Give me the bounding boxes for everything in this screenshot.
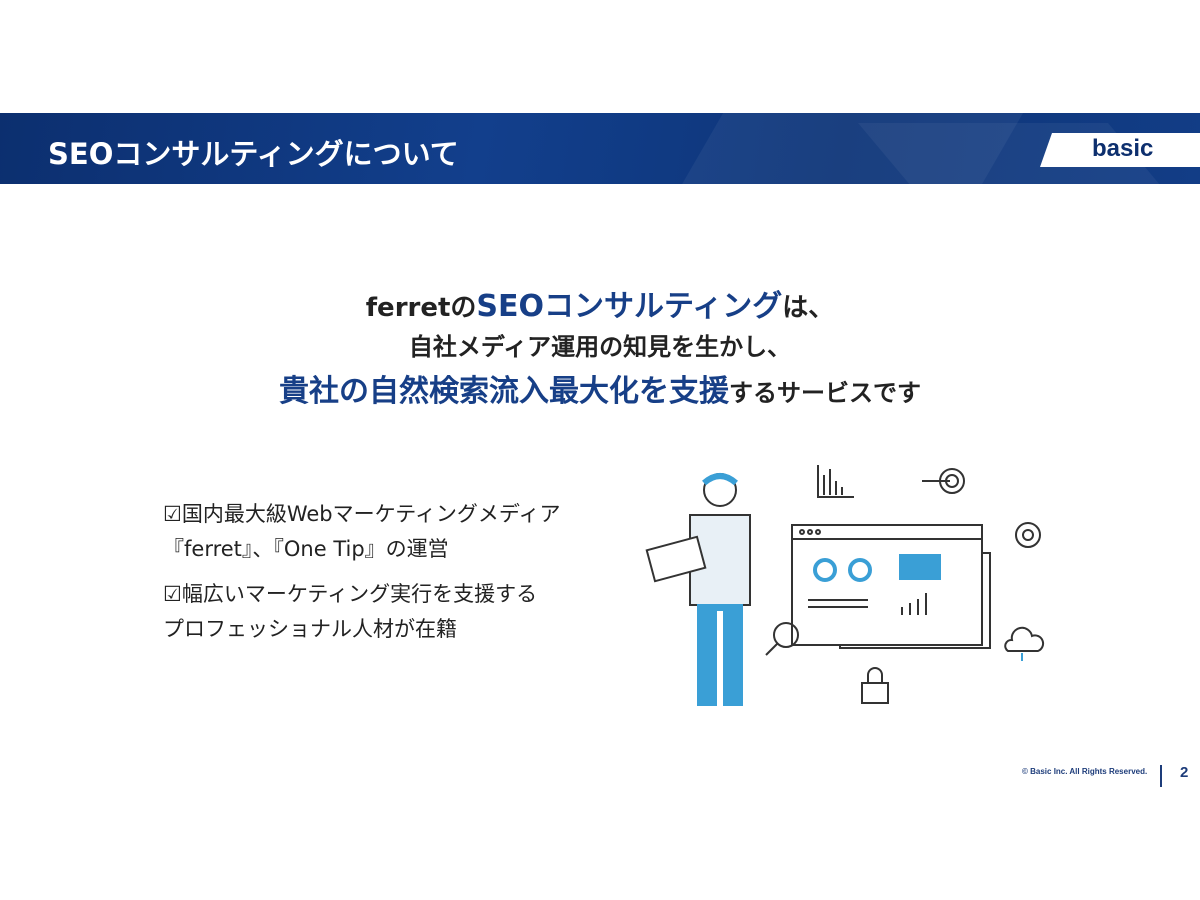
page-title: SEOコンサルティングについて [48,137,459,171]
magnifier-icon [765,622,799,656]
target-icon [922,468,965,494]
header-banner: SEOコンサルティングについて basic [0,113,1200,184]
footer-divider [1160,765,1162,787]
dashboard-window [791,524,991,649]
bar-chart-icon [817,465,854,498]
feature-item: ☑国内最大級Webマーケティングメディア『ferret』、『One Tip』の運… [163,502,561,561]
page-number: 2 [1180,764,1189,781]
person-figure [645,473,751,706]
lead-line-3: 貴社の自然検索流入最大化を支援するサービスです [279,374,921,409]
copyright: © Basic Inc. All Rights Reserved. [1022,767,1148,776]
gear-icon [1015,522,1041,548]
cloud-download-icon [1004,626,1045,661]
lead-line-1: ferretのSEOコンサルティングは、 [365,289,835,324]
lock-icon [861,667,889,704]
basic-logo: basic [1040,133,1200,167]
feature-list: ☑国内最大級Webマーケティングメディア『ferret』、『One Tip』の運… [163,497,560,657]
feature-item: ☑幅広いマーケティング実行を支援するプロフェッショナル人材が在籍 [163,582,538,641]
seo-illustration [645,465,1045,706]
lead-line-2: 自社メディア運用の知見を生かし、 [408,333,792,361]
